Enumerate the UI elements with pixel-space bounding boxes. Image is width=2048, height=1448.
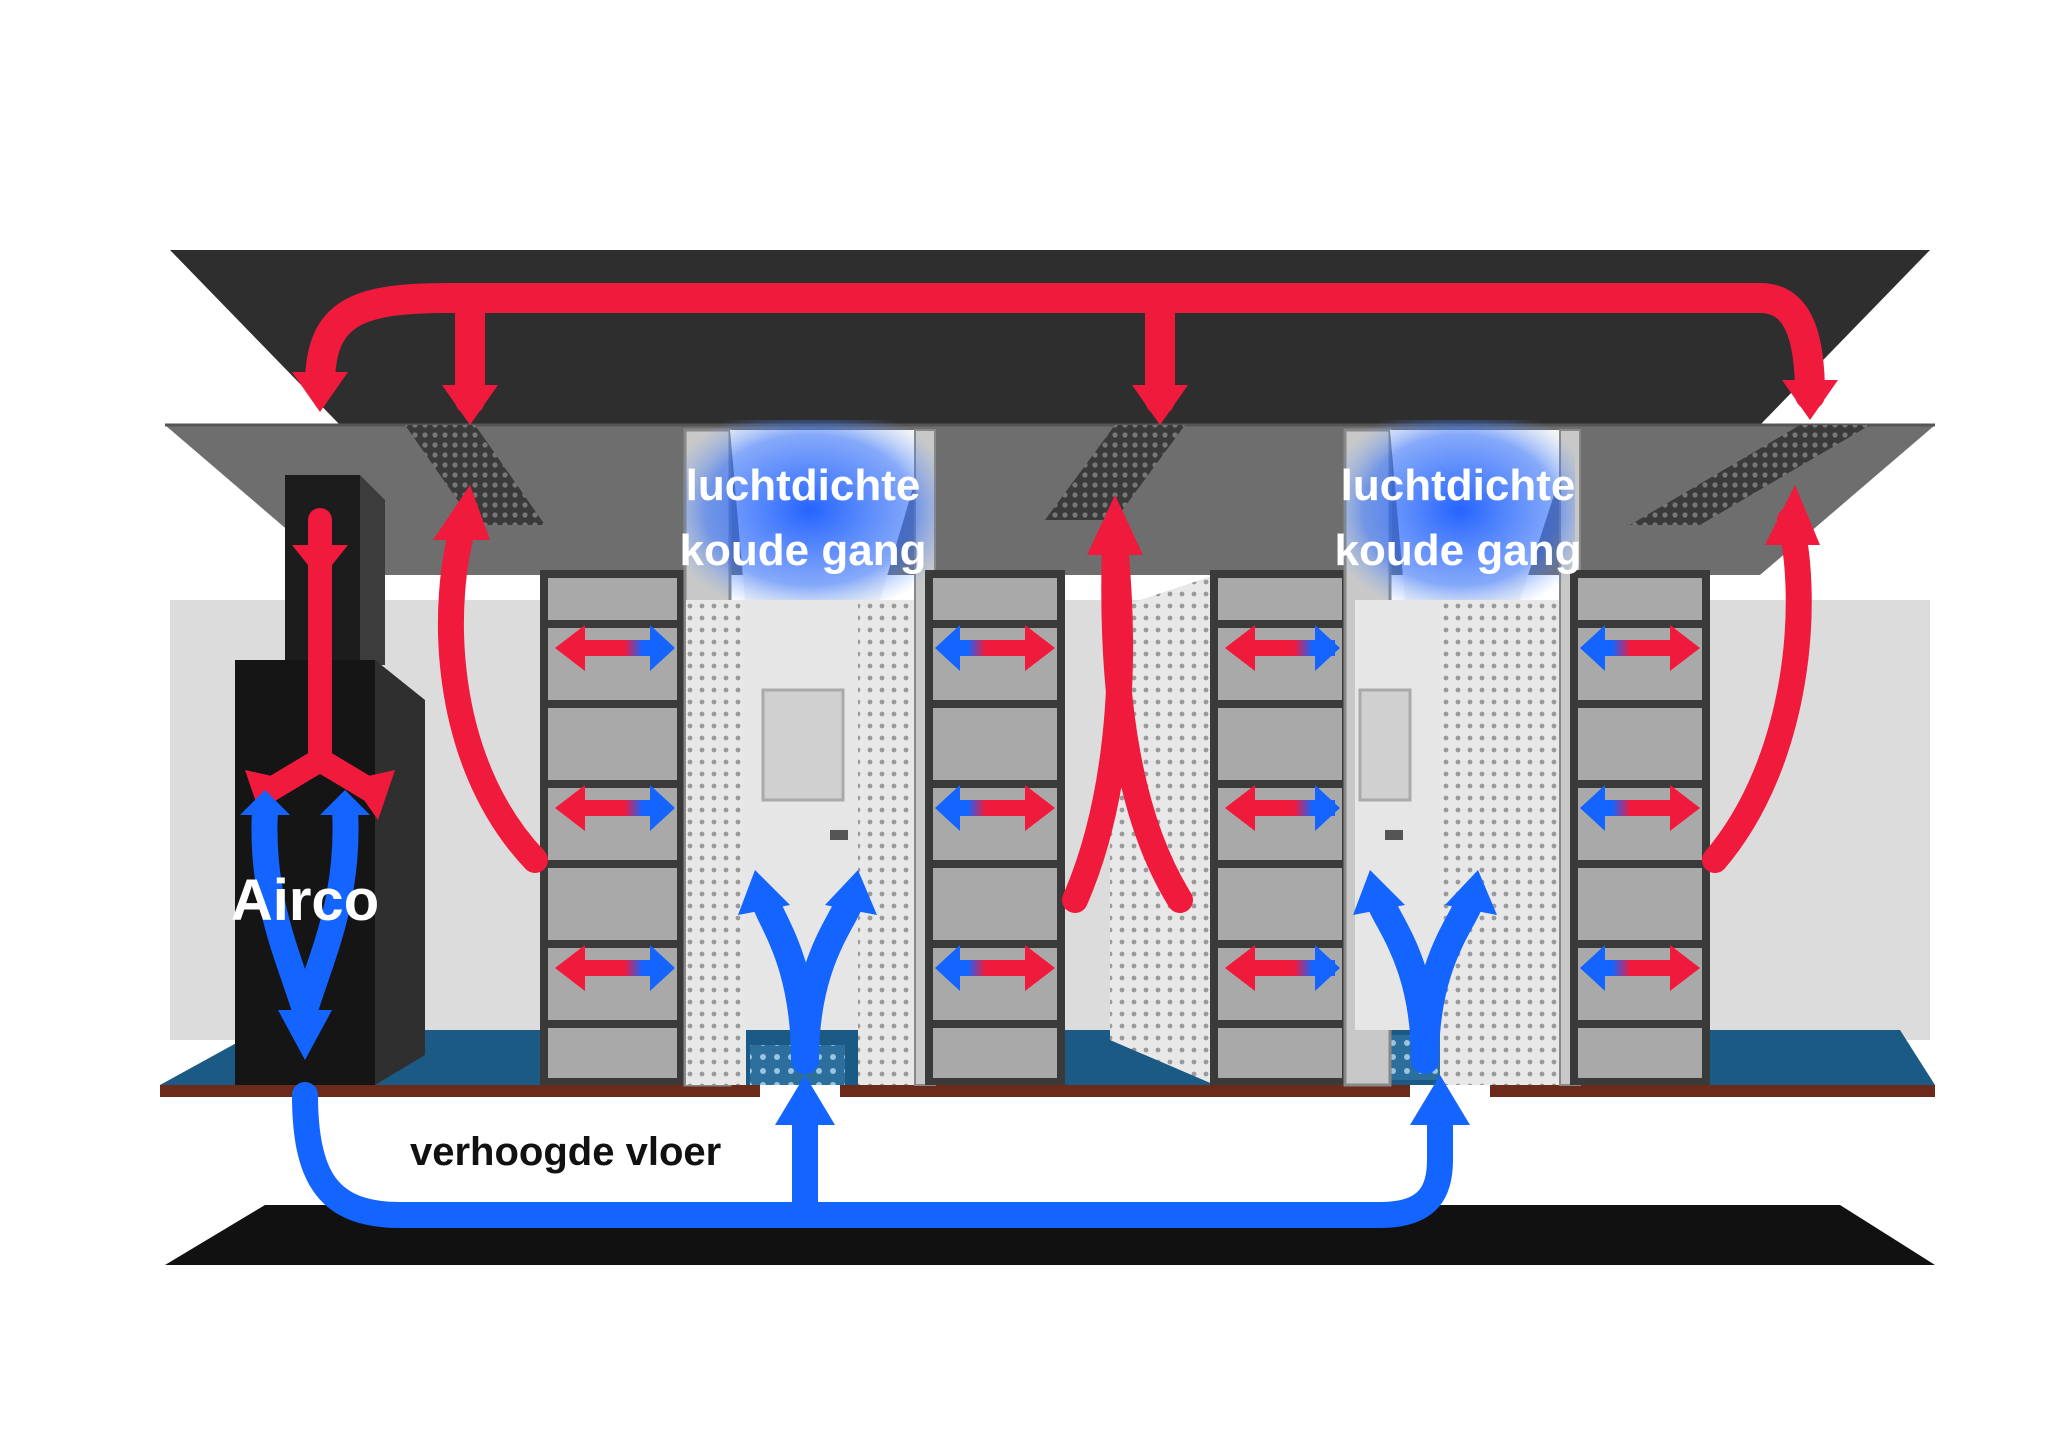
airco-cold-arrowheads (240, 790, 1470, 1125)
cold-aisle-1 (540, 420, 1065, 1087)
cold-aisle-2-label-line1: luchtdichte (1341, 461, 1576, 510)
cold-air-aisle-arrowheads (738, 870, 1497, 915)
cold-aisle-2 (1110, 420, 1710, 1087)
rack3-arrows (1225, 625, 1340, 991)
airco-cold-flow (251, 797, 1453, 1228)
cold-aisle-2-label-line2: koude gang (1335, 526, 1582, 575)
ceiling-grille-3 (1630, 425, 1870, 525)
airco-label: Airco (231, 868, 379, 933)
ceiling-grille-2 (1045, 425, 1185, 520)
cold-aisle-1-label-line1: luchtdichte (686, 461, 921, 510)
rack-airflow-arrows (555, 625, 1700, 991)
cold-aisle-1-label-line2: koude gang (680, 526, 927, 575)
raised-floor-edge (160, 1085, 1935, 1097)
rack-shelves (548, 620, 1702, 1028)
hot-air-ceiling-loop (305, 283, 1825, 415)
raised-floor-label: verhoogde vloer (410, 1130, 721, 1174)
hot-air-return-paths (437, 507, 1812, 913)
rack1-arrows (555, 625, 675, 991)
hot-air-return-arrowheads (433, 485, 1820, 555)
hot-air-ceiling-arrowheads (292, 372, 1838, 425)
rack4-arrows (1580, 625, 1700, 991)
ceiling-grille-1 (405, 425, 545, 525)
ceiling-plenum (170, 250, 1930, 425)
rack2-arrows (935, 625, 1055, 991)
